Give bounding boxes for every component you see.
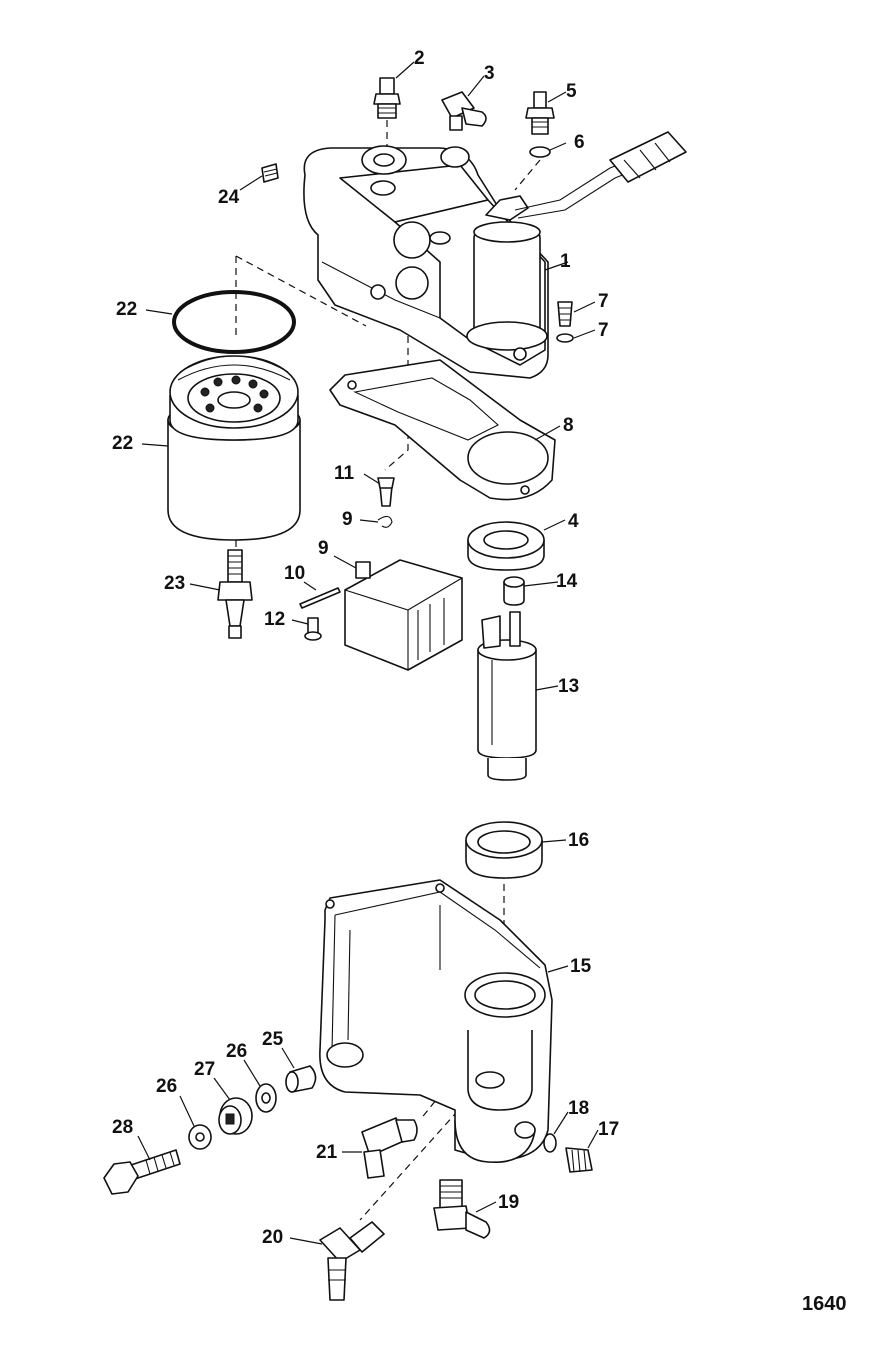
callout-label: 4 (568, 511, 579, 532)
callout-label: 5 (566, 81, 577, 102)
callout-numbers: 1 2 3 4 5 6 7 7 8 9 9 10 11 12 13 14 15 … (112, 48, 619, 1248)
callout-label: 18 (568, 1098, 589, 1119)
callout-label: 17 (598, 1119, 619, 1140)
gasket-8 (329, 359, 556, 501)
callout-label: 6 (574, 132, 585, 153)
fuel-module-cover (303, 131, 687, 379)
callout-label: 22 (116, 299, 137, 320)
valve-11 (377, 477, 395, 507)
callout-label: 24 (218, 187, 240, 208)
washer-26-right-hole (261, 1092, 271, 1104)
callout-label: 7 (598, 291, 609, 312)
callout-label: 14 (556, 571, 578, 592)
callout-label: 8 (563, 415, 574, 436)
callout-label: 12 (264, 609, 285, 630)
callout-label: 26 (226, 1041, 247, 1062)
screw-and-washer-7 (556, 301, 574, 343)
o-ring-6 (529, 146, 551, 158)
callout-label: 2 (414, 48, 425, 69)
isolator-4 (467, 521, 545, 571)
filter-seal-ring-22 (172, 290, 296, 354)
callout-label: 3 (484, 63, 495, 84)
callout-label: 9 (318, 538, 329, 559)
callout-label: 19 (498, 1192, 519, 1213)
callout-label: 10 (284, 563, 305, 584)
fitting-5 (525, 91, 555, 135)
pump-cushion-9 (344, 559, 463, 671)
fuel-filter-22 (167, 355, 301, 541)
plug-24 (261, 163, 279, 183)
callout-label: 7 (598, 320, 609, 341)
elbow-fitting-20 (319, 1221, 385, 1301)
isolator-ring-16 (465, 821, 543, 879)
fitting-25 (285, 1065, 317, 1093)
fuel-reservoir-15 (319, 879, 553, 1163)
clip-9 (377, 515, 393, 528)
figure-number: 1640 (802, 1293, 847, 1315)
callout-label: 16 (568, 830, 589, 851)
fitting-23 (217, 549, 253, 639)
callout-label: 26 (156, 1076, 177, 1097)
callout-label: 22 (112, 433, 133, 454)
callout-label: 21 (316, 1142, 338, 1163)
pin-10 (299, 587, 341, 609)
callout-label: 20 (262, 1227, 283, 1248)
callout-leader-lines (137, 61, 599, 1245)
elbow-fitting-3 (441, 91, 487, 131)
callout-label: 27 (194, 1059, 215, 1080)
sleeve-14 (503, 576, 525, 606)
bolt-28 (103, 1149, 181, 1195)
callout-label: 9 (342, 509, 353, 530)
callout-label: 15 (570, 956, 592, 977)
o-ring-18 (543, 1133, 557, 1153)
callout-label: 11 (334, 463, 355, 484)
callout-label: 25 (262, 1029, 284, 1050)
elbow-fitting-19 (433, 1179, 491, 1239)
screw-12 (304, 617, 322, 641)
washer-26-left-hole (195, 1132, 205, 1142)
callout-label: 28 (112, 1117, 133, 1138)
callout-label: 23 (164, 573, 185, 594)
callout-label: 1 (560, 251, 571, 272)
plug-17 (565, 1147, 593, 1173)
fitting-2 (373, 77, 401, 119)
callout-label: 13 (558, 676, 579, 697)
fuel-pump-13 (477, 611, 537, 781)
elbow-fitting-21 (361, 1117, 418, 1179)
plug-27 (218, 1097, 253, 1135)
